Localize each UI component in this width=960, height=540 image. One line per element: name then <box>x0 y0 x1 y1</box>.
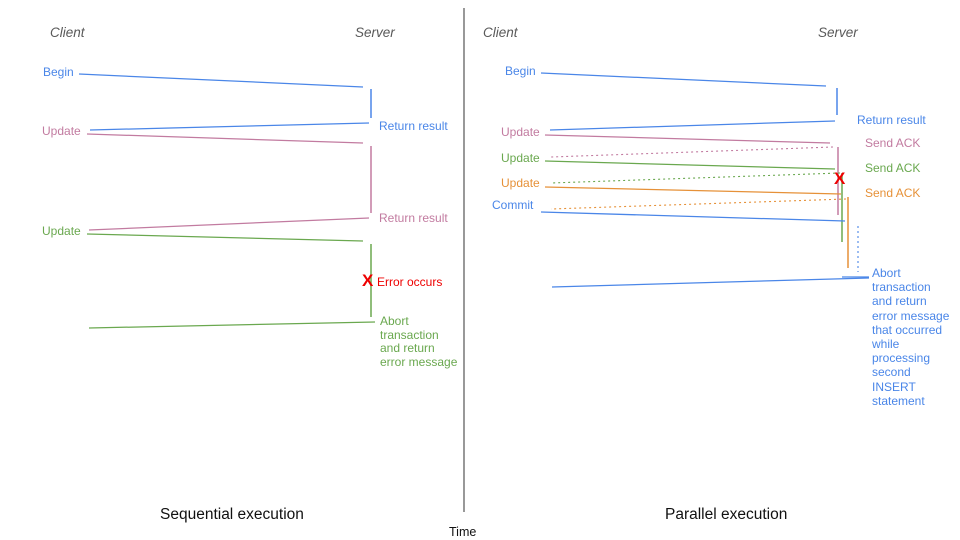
left-caption: Sequential execution <box>160 506 304 523</box>
right-send-ack-3-label: Send ACK <box>865 186 921 200</box>
right-commit-label: Commit <box>492 198 534 212</box>
left-update-2-request-arrow <box>86 233 364 242</box>
left-return-result-2-arrow <box>88 217 370 231</box>
right-update-2-request-arrow <box>544 160 836 170</box>
left-update-2-label: Update <box>42 224 81 238</box>
right-return-result-arrow <box>549 120 836 131</box>
right-begin-label: Begin <box>505 64 536 78</box>
right-update-2-label: Update <box>501 151 540 165</box>
left-update-1-label: Update <box>42 124 81 138</box>
left-client-header: Client <box>50 25 85 40</box>
right-send-ack-1-arrow <box>550 146 834 158</box>
left-abort-note: Abort transaction and return error messa… <box>380 314 458 370</box>
right-update-1-request-arrow <box>544 134 831 144</box>
left-return-result-1-arrow <box>89 122 370 131</box>
left-abort-return-arrow <box>88 321 376 329</box>
right-send-ack-2-label: Send ACK <box>865 161 921 175</box>
right-update-1-label: Update <box>501 125 540 139</box>
right-error-x-icon: X <box>834 169 846 188</box>
right-begin-request-arrow <box>540 72 827 87</box>
left-return-result-2-label: Return result <box>379 211 448 225</box>
left-update-1-request-arrow <box>86 133 364 144</box>
right-return-result-label: Return result <box>857 113 926 127</box>
left-begin-label: Begin <box>43 65 74 79</box>
right-update-3-request-arrow <box>544 186 842 195</box>
left-error-occurs-label: Error occurs <box>377 275 443 289</box>
time-axis-label: Time <box>449 525 477 539</box>
right-server-header: Server <box>818 25 858 40</box>
right-client-header: Client <box>483 25 518 40</box>
left-error-x-icon: X <box>362 271 374 290</box>
right-commit-request-arrow <box>540 211 846 222</box>
right-send-ack-3-arrow <box>550 198 847 210</box>
left-begin-request-arrow <box>78 73 364 88</box>
right-abort-return-arrow <box>551 277 870 288</box>
right-update-3-label: Update <box>501 176 540 190</box>
left-server-header: Server <box>355 25 395 40</box>
right-send-ack-1-label: Send ACK <box>865 136 921 150</box>
left-return-result-1-label: Return result <box>379 119 448 133</box>
right-abort-note: Abort transaction and return error messa… <box>872 266 950 408</box>
right-caption: Parallel execution <box>665 506 788 523</box>
right-send-ack-2-arrow <box>550 172 841 184</box>
